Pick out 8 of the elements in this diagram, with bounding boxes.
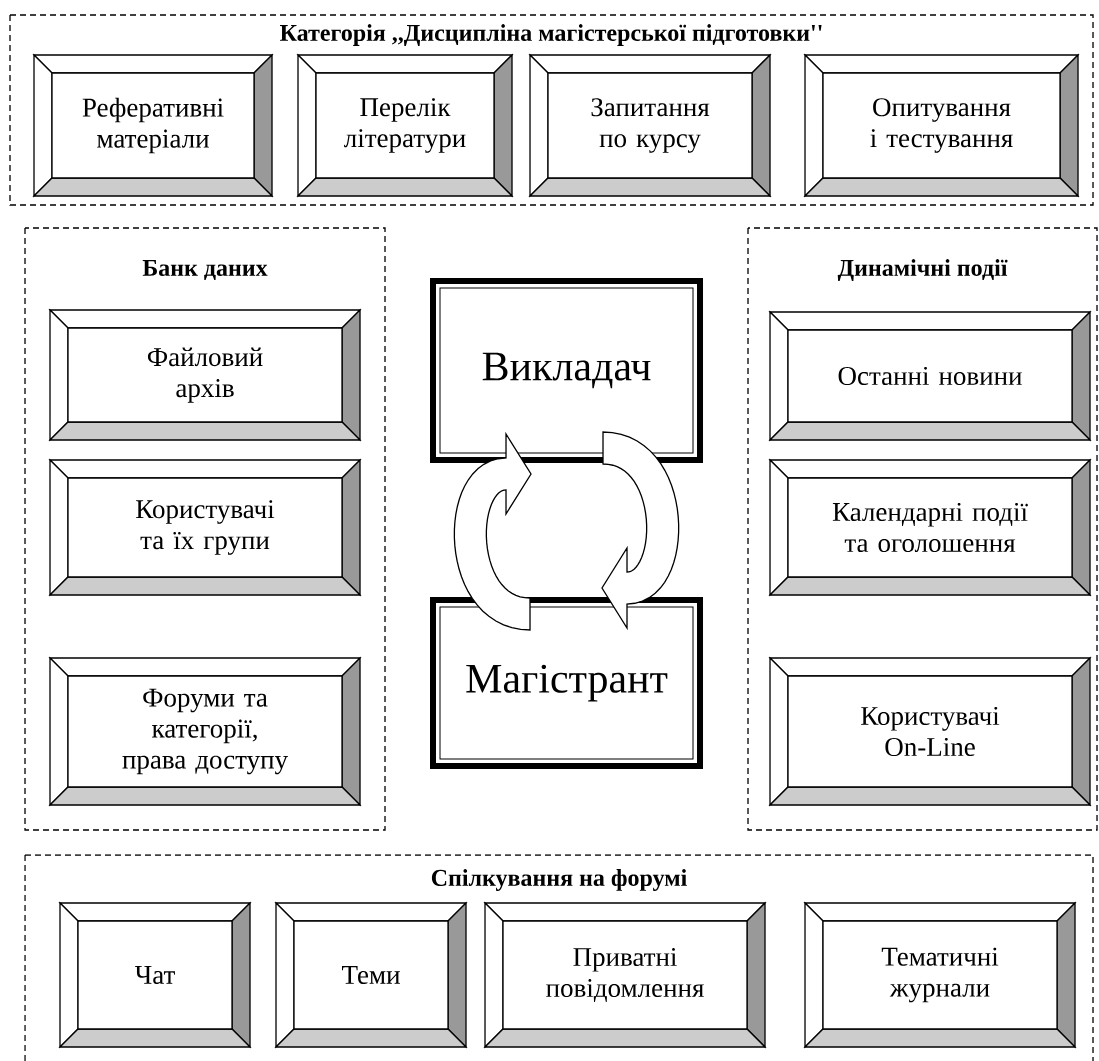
curved-block-arrow bbox=[453, 431, 532, 631]
curved-block-arrow bbox=[601, 431, 680, 631]
group-heading: Банк даних bbox=[142, 260, 268, 280]
double-frame-box: Викладач bbox=[430, 278, 703, 463]
group-heading: Категорія ,,Дисципліна магістерської підготовки'' bbox=[280, 24, 822, 46]
double-frame-box: Магістрант bbox=[430, 597, 703, 769]
group-heading: Динамічні події bbox=[837, 259, 1008, 281]
group-heading: Спілкування на форумі bbox=[431, 869, 687, 891]
